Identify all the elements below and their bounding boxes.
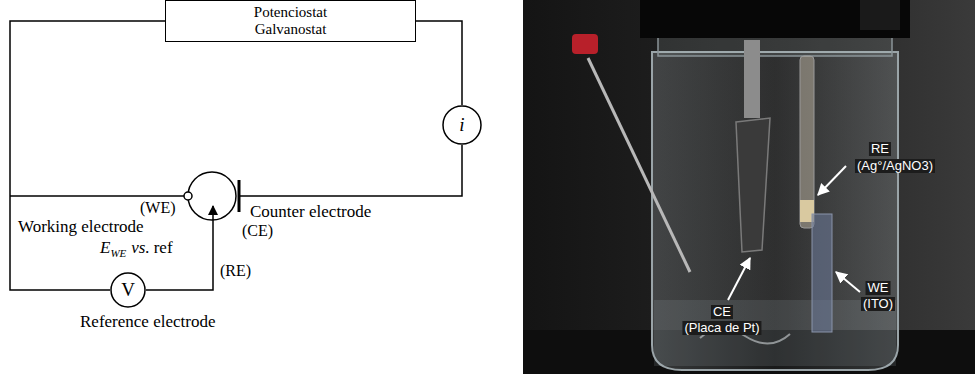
needle-cap (572, 34, 598, 54)
terminal-name: (CE) (242, 222, 273, 240)
ammeter-symbol: i (442, 105, 482, 145)
wire (10, 195, 184, 197)
potential-symbol: E (100, 238, 110, 257)
solution (654, 300, 896, 366)
jar-neck (658, 36, 892, 56)
photo-label: (Ag°/AgNO3) (855, 159, 935, 173)
ito-slide (812, 214, 832, 332)
wire (10, 21, 165, 290)
terminal-name: (WE) (140, 199, 176, 217)
voltmeter-symbol: V (110, 272, 146, 308)
box-title: Potenciostat Galvanostat (254, 4, 327, 39)
counter-electrode-symbol (238, 180, 241, 212)
meter-symbol: i (459, 114, 464, 136)
photo-label: CE (711, 305, 733, 319)
potential-subscript: WE (110, 247, 126, 259)
potential-text: ref (154, 238, 173, 257)
instrument-box: Potenciostat Galvanostat (165, 0, 416, 42)
working-electrode-symbol (184, 192, 192, 200)
leader-arrow (728, 258, 750, 300)
potential-expression: EWE vs. ref (100, 239, 173, 259)
circuit (10, 145, 462, 290)
photo-label: WE (866, 281, 891, 295)
photo-background (523, 0, 975, 374)
lid-clamp (860, 0, 900, 30)
electrode-clip (744, 40, 760, 118)
photo-label: (ITO) (861, 297, 895, 311)
meter-symbol: V (121, 279, 135, 301)
potential-text: vs. (131, 238, 149, 257)
wire (416, 21, 462, 105)
photo-label: RE (869, 142, 891, 156)
circle-outline (443, 106, 481, 144)
cell-photo (523, 0, 975, 374)
wire (239, 145, 462, 196)
electrode-name: Reference electrode (80, 313, 215, 332)
leader-arrow (818, 166, 846, 195)
circle-outline (111, 273, 145, 307)
gas-needle (588, 58, 690, 272)
cell-symbol (188, 172, 236, 220)
cell-lid (640, 0, 910, 38)
terminal-name: (RE) (220, 262, 251, 280)
electrode-name: Counter electrode (250, 203, 371, 222)
platinum-plate (736, 118, 770, 252)
glass-jar (652, 52, 898, 370)
electrode-name: Working electrode (18, 218, 144, 237)
reference-tube (800, 56, 814, 228)
leader-arrow (836, 272, 860, 292)
photo-label: (Placa de Pt) (682, 321, 761, 335)
reference-electrode-wire (146, 206, 213, 290)
